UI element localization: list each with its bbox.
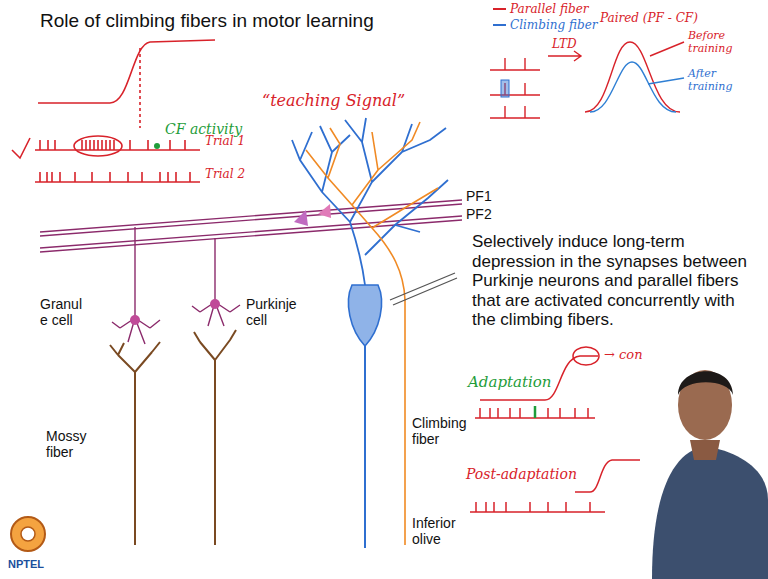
- adaptation-sketch: [470, 347, 640, 512]
- nptel-logo: [11, 517, 45, 551]
- leader-line: [648, 78, 684, 84]
- synapse-triangle: [294, 210, 308, 226]
- presenter: [652, 370, 768, 579]
- granule-soma: [210, 299, 220, 309]
- marker-dot: [154, 143, 160, 149]
- handwritten-note: → con: [604, 348, 643, 363]
- electrode: [390, 273, 457, 305]
- granule-axon: [134, 227, 135, 318]
- after-curve: [590, 62, 676, 112]
- mossy-fiber: [194, 330, 236, 545]
- part-label: Purkinje cell: [246, 296, 308, 328]
- handwritten-note: LTD: [552, 38, 577, 52]
- handwritten-note: “teaching Signal”: [262, 92, 405, 110]
- response-sketch: [12, 40, 215, 182]
- highlight-ellipse: [74, 136, 122, 156]
- arrow: [548, 51, 581, 61]
- body-text: Selectively induce long-term depression …: [472, 232, 762, 330]
- legend-text: Climbing fiber: [510, 18, 598, 32]
- part-label: Inferior olive: [412, 515, 478, 547]
- fiber-label: PF2: [466, 206, 492, 222]
- post-adaptation-curve: [575, 460, 640, 492]
- spike-train: [35, 172, 200, 182]
- dashed-marker: [139, 48, 141, 128]
- legend-text: Parallel fiber: [510, 2, 589, 16]
- spike-train: [470, 502, 605, 512]
- parallel-fiber: [40, 204, 462, 236]
- mossy-fibers: [110, 330, 236, 545]
- spike-sketch: [490, 42, 684, 118]
- climbing-fiber-branches: [306, 122, 438, 545]
- legend-entry: Parallel fiber: [492, 2, 589, 16]
- spike-train: [35, 140, 200, 150]
- parallel-fiber: [40, 200, 462, 232]
- slide-title: Role of climbing fibers in motor learnin…: [40, 10, 374, 32]
- part-label: Climbing fiber: [412, 415, 478, 447]
- handwritten-note: Before training: [688, 30, 762, 55]
- logo-text: NPTEL: [8, 558, 44, 571]
- handwritten-note: Adaptation: [468, 374, 551, 391]
- before-curve: [585, 42, 680, 112]
- handwritten-note: Post-adaptation: [466, 466, 577, 482]
- granule-soma: [130, 315, 140, 325]
- cf-spike: [534, 406, 537, 418]
- synapse-triangle: [318, 204, 331, 218]
- fiber-label: PF1: [466, 188, 492, 204]
- response-curve: [38, 40, 215, 103]
- legend-entry: Climbing fiber: [492, 18, 598, 32]
- purkinje-soma: [348, 285, 381, 346]
- handwritten-note: Trial 1: [205, 135, 245, 149]
- parallel-fiber: [40, 220, 462, 252]
- part-label: Mossy fiber: [46, 428, 98, 460]
- leader-line: [650, 42, 684, 56]
- mossy-fiber: [110, 342, 160, 545]
- handwritten-note: Paired (PF - CF): [600, 12, 698, 26]
- legend-line-sample: [492, 4, 510, 14]
- purkinje-dendrites: [292, 118, 448, 285]
- check-mark: [12, 138, 30, 158]
- highlight-ellipse: [573, 347, 599, 365]
- highlight-box: [501, 80, 509, 97]
- handwritten-note: After training: [688, 68, 762, 93]
- after-sketch: [590, 62, 684, 112]
- parallel-fiber: [40, 216, 462, 248]
- purkinje-axon: [364, 346, 366, 548]
- granule-axon: [214, 238, 215, 302]
- legend-line-sample: [492, 20, 510, 30]
- part-label: Granul e cell: [40, 296, 88, 328]
- climbing-fiber: [306, 122, 438, 545]
- handwritten-note: Trial 2: [205, 168, 245, 182]
